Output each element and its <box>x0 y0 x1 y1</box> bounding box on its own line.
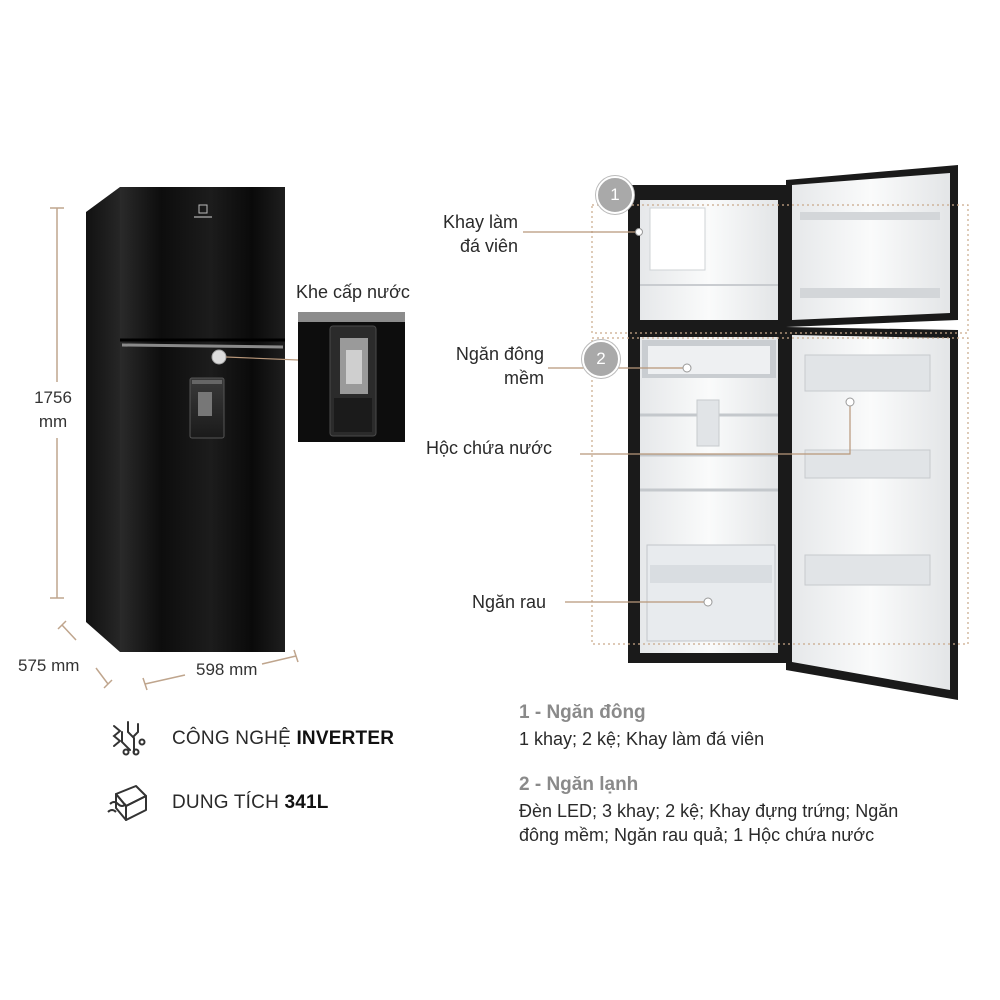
brand-logo-icon <box>194 204 212 218</box>
water-dispenser <box>189 377 225 439</box>
feature-inverter-bold: INVERTER <box>296 728 395 749</box>
section-freezer: 1 - Ngăn đông 1 khay; 2 kệ; Khay làm đá … <box>519 702 989 751</box>
fridge-exterior <box>86 187 285 652</box>
section-fridge-line2: đông mềm; Ngăn rau quả; 1 Hộc chứa nước <box>519 825 875 845</box>
freezer-highlight-box <box>591 204 969 334</box>
height-label: 1756 mm <box>29 386 77 434</box>
height-dimension <box>28 207 80 599</box>
height-unit: mm <box>38 412 68 431</box>
soft-freeze-line2: mềm <box>504 368 544 388</box>
width-dimension <box>142 649 299 691</box>
inverter-circuit-icon <box>112 721 146 756</box>
height-value: 1756 <box>34 388 72 407</box>
soft-freeze-label: Ngăn đông mềm <box>430 342 544 390</box>
section-fridge-title: 2 - Ngăn lạnh <box>519 774 639 795</box>
soft-freeze-line1: Ngăn đông <box>455 344 544 364</box>
marker-2: 2 <box>582 340 620 378</box>
water-slot-closeup <box>298 312 405 442</box>
fridge-highlight-box <box>591 337 969 645</box>
section-fridge-line1: Đèn LED; 3 khay; 2 kệ; Khay đựng trứng; … <box>519 801 899 821</box>
feature-capacity-prefix: DUNG TÍCH <box>172 792 285 813</box>
depth-dimension <box>57 620 113 689</box>
capacity-box-icon <box>107 785 147 821</box>
depth-label: 575 mm <box>18 656 80 675</box>
ice-tray-label: Khay làm đá viên <box>420 210 518 258</box>
ice-tray-line2: đá viên <box>459 236 518 256</box>
water-tank-label: Hộc chứa nước <box>426 438 552 458</box>
section-freezer-title: 1 - Ngăn đông <box>519 702 646 723</box>
vegetable-drawer-label: Ngăn rau <box>472 592 547 612</box>
feature-capacity-bold: 341L <box>284 792 329 813</box>
ice-tray-line1: Khay làm <box>442 212 518 232</box>
water-slot-label: Khe cấp nước <box>296 282 410 302</box>
marker-1: 1 <box>596 176 634 214</box>
section-fridge: 2 - Ngăn lạnh Đèn LED; 3 khay; 2 kệ; Kha… <box>519 774 989 847</box>
fridge-interior <box>628 165 958 700</box>
feature-inverter-prefix: CÔNG NGHỆ <box>172 728 297 749</box>
width-label: 598 mm <box>196 660 258 679</box>
section-freezer-line1: 1 khay; 2 kệ; Khay làm đá viên <box>519 729 765 749</box>
